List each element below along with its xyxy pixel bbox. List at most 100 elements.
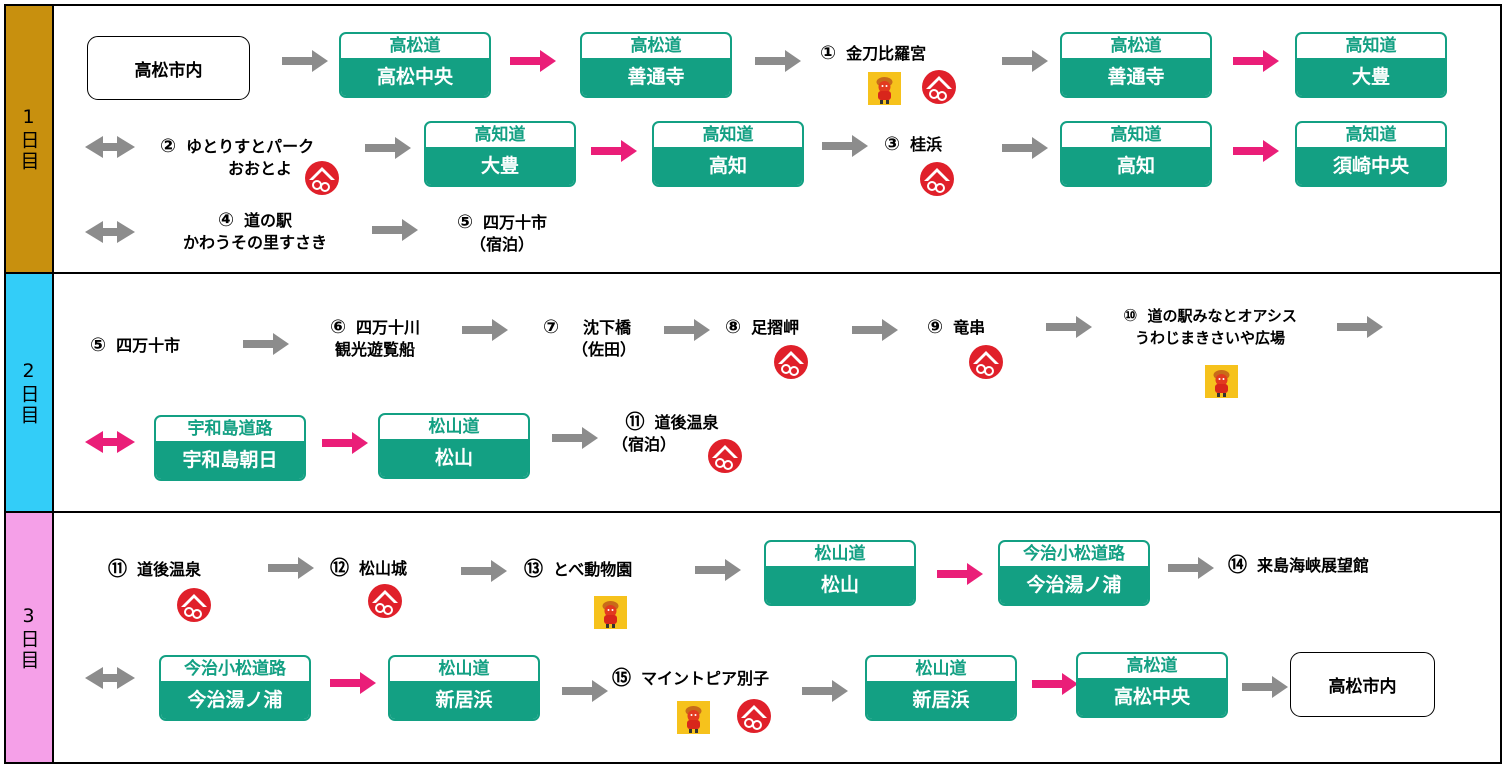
arrow-right-icon (462, 319, 508, 341)
stop-name: 桂浜 (910, 135, 943, 154)
arrow-right-icon (282, 50, 328, 72)
mascot-character-icon (594, 596, 627, 629)
highway-sign: 高知道高知 (652, 121, 804, 187)
interchange-name: 須崎中央 (1297, 147, 1445, 185)
arrow-right-icon (330, 672, 376, 694)
highway-sign: 高松道高松中央 (1076, 652, 1228, 718)
stop-name: マイントピア別子 (641, 669, 770, 688)
stop-number: ⑪ (108, 558, 128, 580)
highway-name: 宇和島道路 (187, 419, 273, 439)
arrow-right-icon (322, 432, 368, 454)
arrow-right-icon (1002, 50, 1048, 72)
arrow-right-icon (1046, 316, 1092, 338)
arrow-right-icon (591, 140, 637, 162)
highway-name: 高知道 (1110, 125, 1162, 145)
day3-cell: 3日目 (6, 513, 52, 763)
stop-number: ④ (217, 209, 235, 231)
red-circle-brand-logo-icon (921, 69, 957, 105)
stop-name-line2: うわじまきさいや広場 (1134, 329, 1285, 347)
stop-number: ⑨ (927, 316, 944, 338)
interchange-name: 宇和島朝日 (156, 441, 304, 479)
arrow-right-icon (1337, 316, 1383, 338)
stop-name-line2: （佐田） (571, 340, 636, 359)
arrow-right-icon (1002, 137, 1048, 159)
highway-name: 高松道 (1110, 36, 1162, 56)
double-arrow-icon (85, 136, 135, 158)
stop-name: 四万十市 (483, 213, 548, 232)
stop-number: ⑭ (1228, 554, 1248, 576)
arrow-right-icon (243, 333, 289, 355)
stop-name: 竜串 (953, 318, 986, 337)
mascot-character-icon (868, 72, 901, 105)
stop-name-line2: おおとよ (227, 159, 292, 178)
stop-2: ② ゆとりすとパークおおとよ (160, 135, 350, 180)
highway-sign: 松山道新居浜 (388, 655, 540, 721)
arrow-right-icon (1168, 557, 1214, 579)
interchange-name: 善通寺 (1062, 58, 1210, 96)
arrow-right-icon (1242, 676, 1288, 698)
mascot-character-icon (677, 701, 710, 734)
arrow-right-icon (822, 135, 868, 157)
stop-number: ⑩ (1123, 306, 1138, 326)
stop-name: 沈下橋 (583, 318, 632, 337)
stop-15: ⑮ マイントピア別子 (612, 667, 769, 690)
schedule-frame (4, 4, 1502, 764)
interchange-name: 今治湯ノ浦 (161, 681, 309, 719)
highway-sign: 高松道善通寺 (1060, 32, 1212, 98)
interchange-name: 善通寺 (582, 58, 730, 96)
stop-name: 道後温泉 (137, 560, 202, 579)
highway-name: 高松道 (389, 36, 441, 56)
stop-number: ③ (884, 133, 901, 155)
red-circle-brand-logo-icon (707, 438, 743, 474)
stop-name-line2: 観光遊覧船 (334, 340, 415, 359)
highway-sign: 松山道松山 (764, 540, 916, 606)
stop-note: （宿泊） (612, 435, 677, 454)
arrow-right-icon (268, 557, 314, 579)
stop-number: ① (820, 42, 837, 64)
double-arrow-icon (85, 667, 135, 689)
interchange-name: 高知 (654, 147, 802, 185)
highway-name: 松山道 (428, 417, 480, 437)
day-column-divider (52, 4, 54, 764)
stop-name: 四万十川 (356, 318, 421, 337)
highway-name: 高知道 (474, 125, 526, 145)
red-circle-brand-logo-icon (736, 698, 772, 734)
highway-sign: 高松道高松中央 (339, 32, 491, 98)
highway-sign: 高知道高知 (1060, 121, 1212, 187)
arrow-right-icon (372, 219, 418, 241)
arrow-right-icon (365, 137, 411, 159)
interchange-name: 松山 (380, 439, 528, 477)
arrow-right-icon (510, 50, 556, 72)
stop-number: ⑬ (524, 558, 544, 580)
interchange-name: 高知 (1062, 147, 1210, 185)
highway-sign: 松山道新居浜 (865, 655, 1017, 721)
stop-10: ⑩ 道の駅みなとオアシスうわじまきさいや広場 (1105, 305, 1315, 349)
stop-9: ⑨ 竜串 (927, 316, 985, 339)
stop-name: ゆとりすとパーク (186, 137, 315, 156)
red-circle-brand-logo-icon (968, 344, 1004, 380)
highway-sign: 今治小松道路今治湯ノ浦 (998, 540, 1150, 606)
double-arrow-icon (85, 431, 135, 453)
stop-number: ⑮ (612, 667, 632, 689)
red-circle-brand-logo-icon (304, 160, 340, 196)
stop-number: ⑤ (456, 211, 474, 233)
highway-sign: 高知道大豊 (1295, 32, 1447, 98)
end-city-label: 高松市内 (1328, 677, 1397, 697)
interchange-name: 高松中央 (341, 58, 489, 96)
stop-number: ② (160, 135, 177, 157)
interchange-name: 新居浜 (867, 681, 1015, 719)
stop-number: ⑪ (625, 411, 645, 433)
end-city-box: 高松市内 (1290, 652, 1435, 717)
arrow-right-icon (562, 680, 608, 702)
day3-label: 3日目 (17, 605, 40, 671)
stop-name: 道の駅みなとオアシス (1147, 307, 1297, 325)
stop-11: ⑪ 道後温泉 (108, 558, 201, 581)
highway-name: 今治小松道路 (1023, 544, 1125, 564)
stop-name-line2: かわうその里すさき (182, 233, 327, 252)
interchange-name: 松山 (766, 566, 914, 604)
